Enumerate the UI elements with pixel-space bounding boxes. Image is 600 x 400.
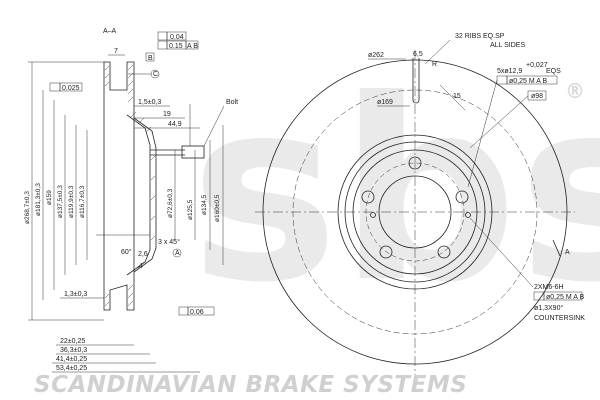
label-4: 4 bbox=[139, 263, 143, 270]
h-53: 53,4±0,25 bbox=[56, 365, 87, 372]
watermark-logo: sbs bbox=[190, 46, 600, 337]
countersink-1: ø1,3X90° bbox=[534, 304, 563, 312]
runout-ref: A B bbox=[187, 43, 198, 50]
label-15: 15 bbox=[453, 93, 461, 100]
datum-a-label: A bbox=[175, 250, 180, 257]
thread-note: 2XM6-6H bbox=[534, 284, 564, 291]
datum-c: C bbox=[128, 69, 160, 79]
h-22: 22±0,25 bbox=[60, 338, 85, 345]
thread-pos-frame: ø0,25 M A B bbox=[533, 291, 584, 301]
label-r: R bbox=[432, 61, 437, 68]
holes-tol-sup: +0,027 bbox=[526, 62, 548, 69]
label-1-3: 1,3±0,3 bbox=[64, 291, 87, 298]
section-mark-a: A bbox=[552, 239, 570, 257]
flatness-frame: 0.04 bbox=[157, 31, 187, 41]
all-sides: ALL SIDES bbox=[490, 42, 525, 49]
runout-tol: 0.15 bbox=[169, 43, 183, 50]
flatness-tol: 0.04 bbox=[170, 34, 184, 41]
label-7: 7 bbox=[114, 48, 118, 55]
runout-frame: 0.15 A B bbox=[157, 40, 199, 50]
holes-eqs: EQS bbox=[546, 68, 561, 75]
bottom-tol-frame: 0.06 bbox=[178, 306, 215, 316]
diam-262: ø262 bbox=[368, 52, 384, 59]
diam-119: ø119,9±0,3 bbox=[68, 185, 75, 218]
diam-181: ø181,3±0,3 bbox=[35, 183, 42, 216]
label-1-5: 1,5±0,3 bbox=[138, 99, 161, 106]
label-6-5: 6,5 bbox=[413, 51, 423, 58]
thread-pos: ø0,25 M A B bbox=[546, 294, 584, 301]
section-mark-a-label: A bbox=[565, 249, 570, 256]
label-bolt: Bolt bbox=[226, 99, 238, 106]
label-169: ø169 bbox=[377, 99, 393, 106]
ribs-note: 32 RIBS EQ.SP bbox=[455, 33, 505, 40]
label-60: 60° bbox=[121, 248, 132, 256]
parallel-tol: 0.025 bbox=[62, 85, 80, 92]
holes-note: 5xø12,9 bbox=[497, 68, 522, 75]
diam-159: ø159 bbox=[46, 190, 53, 205]
parallel-frame: 0.025 bbox=[49, 82, 83, 92]
diam-160: ø160±0,5 bbox=[214, 194, 221, 222]
label-chamfer: 3 x 45° bbox=[158, 238, 180, 246]
watermark: sbs ® bbox=[190, 46, 600, 337]
h-36: 36,3±0,3 bbox=[60, 347, 87, 354]
diam-125: ø125,5 bbox=[187, 199, 194, 220]
datum-b: B bbox=[145, 52, 155, 62]
datum-c-label: C bbox=[153, 71, 158, 78]
hatch-pattern bbox=[104, 64, 156, 307]
countersink-2: COUNTERSINK bbox=[534, 315, 585, 322]
pcd: ø98 bbox=[531, 93, 543, 100]
datum-a: A bbox=[172, 248, 182, 258]
diam-134: ø134,5 bbox=[201, 194, 208, 215]
bolt-holes bbox=[361, 156, 469, 259]
label-2-6: 2,6 bbox=[138, 251, 148, 258]
registered-mark: ® bbox=[565, 79, 585, 103]
holes-pos: ø0,25 M A B bbox=[509, 78, 547, 85]
diam-outer: ø268,7±0,3 bbox=[24, 191, 31, 224]
front-view: A 32 RIBS EQ.SP ALL SIDES ø262 6,5 R ø16… bbox=[255, 33, 585, 380]
section-label: A–A bbox=[103, 28, 117, 35]
datum-b-label: B bbox=[148, 55, 153, 62]
section-view: A–A 0.04 0.15 A B 0.025 B C 7 bbox=[24, 28, 238, 373]
label-19: 19 bbox=[163, 111, 171, 118]
diam-137: ø137,5±0,3 bbox=[57, 185, 64, 218]
bottom-tol: 0.06 bbox=[190, 309, 204, 316]
footer-brand-text: SCANDINAVIAN BRAKE SYSTEMS bbox=[34, 372, 467, 398]
h-41: 41,4±0,25 bbox=[56, 356, 87, 363]
diam-116: ø116,7±0,3 bbox=[79, 185, 86, 218]
label-44-9: 44,9 bbox=[168, 121, 182, 128]
diam-72: ø72,6±0,3 bbox=[167, 188, 174, 218]
